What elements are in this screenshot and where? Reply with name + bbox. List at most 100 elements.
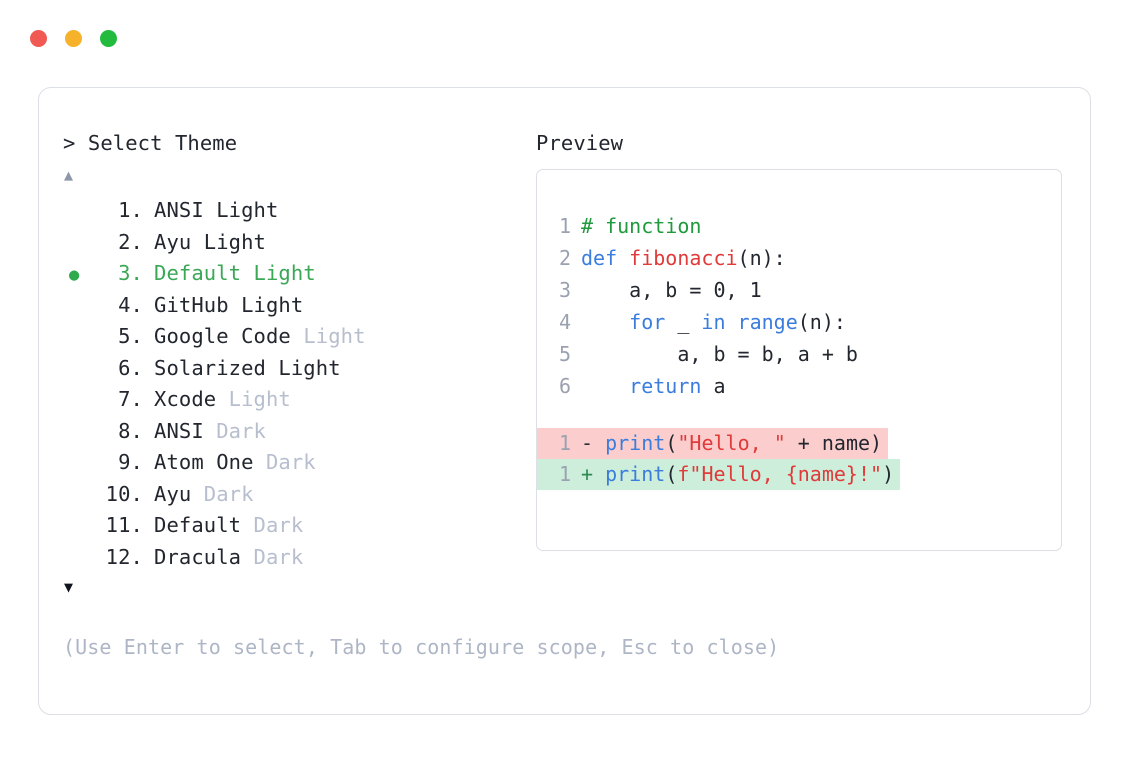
code-line: 5 a, b = b, a + b	[537, 338, 1061, 370]
code-token: + name)	[785, 431, 883, 455]
code-line: 4 for _ in range(n):	[537, 306, 1061, 338]
theme-item-variant: Dark	[265, 450, 316, 474]
theme-item-variant: Light	[203, 229, 266, 254]
scroll-down-icon[interactable]: ▼	[64, 578, 74, 596]
theme-item-label: GitHub Light	[154, 292, 304, 317]
code-diff-sample: 1- print("Hello, " + name)1+ print(f"Hel…	[537, 428, 1061, 490]
theme-item-number: 8.	[118, 418, 143, 443]
code-line-number: 3	[558, 278, 571, 302]
theme-item-number: 12.	[105, 544, 143, 569]
theme-item-number: 10.	[105, 481, 143, 506]
close-button[interactable]	[30, 30, 47, 47]
theme-item-number: 9.	[118, 450, 143, 474]
code-token: a, b = b, a + b	[581, 342, 858, 366]
theme-item-label: Default Dark	[154, 513, 304, 537]
theme-list-item[interactable]: 6.Solarized Light	[63, 353, 533, 385]
diff-line-content: + print(f"Hello, {name}!")	[581, 459, 901, 490]
code-diff-spacer	[537, 402, 1061, 428]
code-token: for	[629, 310, 666, 334]
code-line-content: return a	[581, 370, 726, 402]
code-token: (n):	[797, 310, 846, 334]
code-line-content: for _ in range(n):	[581, 306, 846, 338]
theme-item-number: 5.	[118, 324, 143, 348]
theme-item-number: 11.	[105, 513, 143, 537]
code-token: print	[605, 431, 666, 455]
theme-item-variant: Light	[216, 198, 279, 222]
diff-line-del: 1- print("Hello, " + name)	[537, 428, 1061, 459]
theme-item-variant: Light	[228, 387, 291, 411]
theme-list-item[interactable]: 9.Atom One Dark	[63, 447, 533, 479]
theme-list-item[interactable]: 11. Default Dark	[63, 510, 533, 542]
code-line: 2 def fibonacci(n):	[537, 242, 1061, 274]
code-token: def	[581, 246, 630, 270]
theme-list-item[interactable]: 8. ANSI Dark	[63, 416, 533, 448]
code-line-number: 2	[558, 246, 571, 270]
theme-item-label: ANSI Dark	[154, 418, 266, 443]
diff-line-content: - print("Hello, " + name)	[581, 428, 889, 459]
code-token: a	[701, 374, 726, 398]
theme-item-number: 1.	[118, 198, 143, 222]
theme-list-item[interactable]: 12.Dracula Dark	[63, 542, 533, 574]
diff-line-number: 1	[537, 428, 581, 459]
theme-item-variant: Dark	[253, 544, 304, 569]
theme-item-variant: Light	[241, 292, 304, 317]
theme-item-number: 4.	[118, 292, 143, 317]
code-token	[581, 310, 629, 334]
code-token: _	[665, 310, 702, 334]
theme-list-item[interactable]: 2.Ayu Light	[63, 227, 533, 259]
theme-item-label: Xcode Light	[154, 387, 291, 411]
theme-item-variant: Dark	[253, 513, 304, 537]
code-token: )	[882, 462, 895, 486]
code-token: in range	[701, 310, 798, 334]
maximize-button[interactable]	[100, 30, 117, 47]
theme-item-label: ANSI Light	[154, 198, 279, 222]
theme-list-item[interactable]: 1. ANSI Light	[63, 195, 533, 227]
code-line-number: 4	[558, 310, 571, 334]
theme-item-number: 7.	[118, 387, 143, 411]
theme-item-variant: Light	[253, 261, 316, 285]
theme-item-variant: Light	[278, 355, 341, 380]
code-line: 6 return a	[537, 370, 1061, 402]
code-line-content: def fibonacci(n):	[581, 242, 786, 274]
code-token: print	[605, 462, 666, 486]
diff-line-add: 1+ print(f"Hello, {name}!")	[537, 459, 1061, 490]
theme-item-number: 3.	[118, 261, 143, 285]
preview-title: Preview	[536, 131, 624, 155]
selected-bullet-icon: ●	[69, 265, 80, 285]
diff-line-number: 1	[537, 459, 581, 490]
code-token: (	[665, 462, 678, 486]
minimize-button[interactable]	[65, 30, 82, 47]
code-token: a, b = 0, 1	[581, 278, 762, 302]
theme-item-variant: Light	[303, 324, 366, 348]
theme-item-number: 6.	[118, 355, 143, 380]
theme-list-item[interactable]: 4. GitHub Light	[63, 290, 533, 322]
diff-marker: -	[581, 431, 606, 455]
code-line-number: 1	[558, 214, 571, 238]
theme-item-label: Ayu Dark	[154, 481, 254, 506]
theme-list-item[interactable]: ●3.Default Light	[63, 258, 533, 290]
code-token: fibonacci	[629, 246, 738, 270]
theme-list-item[interactable]: 7. Xcode Light	[63, 384, 533, 416]
code-token: return	[629, 374, 702, 398]
code-line-number: 5	[558, 342, 571, 366]
theme-list-item[interactable]: 5. Google Code Light	[63, 321, 533, 353]
diff-marker: +	[581, 462, 606, 486]
code-line-content: a, b = 0, 1	[581, 274, 762, 306]
scroll-up-icon[interactable]: ▲	[64, 166, 74, 184]
code-token: (n):	[737, 246, 786, 270]
code-line-number: 6	[558, 374, 571, 398]
theme-item-label: Google Code Light	[154, 324, 366, 348]
keyboard-hint: (Use Enter to select, Tab to configure s…	[63, 635, 780, 659]
code-line-content: # function	[581, 210, 701, 242]
code-token: f"Hello, {name}!"	[677, 462, 883, 486]
theme-item-number: 2.	[118, 229, 143, 254]
theme-list-item[interactable]: 10. Ayu Dark	[63, 479, 533, 511]
